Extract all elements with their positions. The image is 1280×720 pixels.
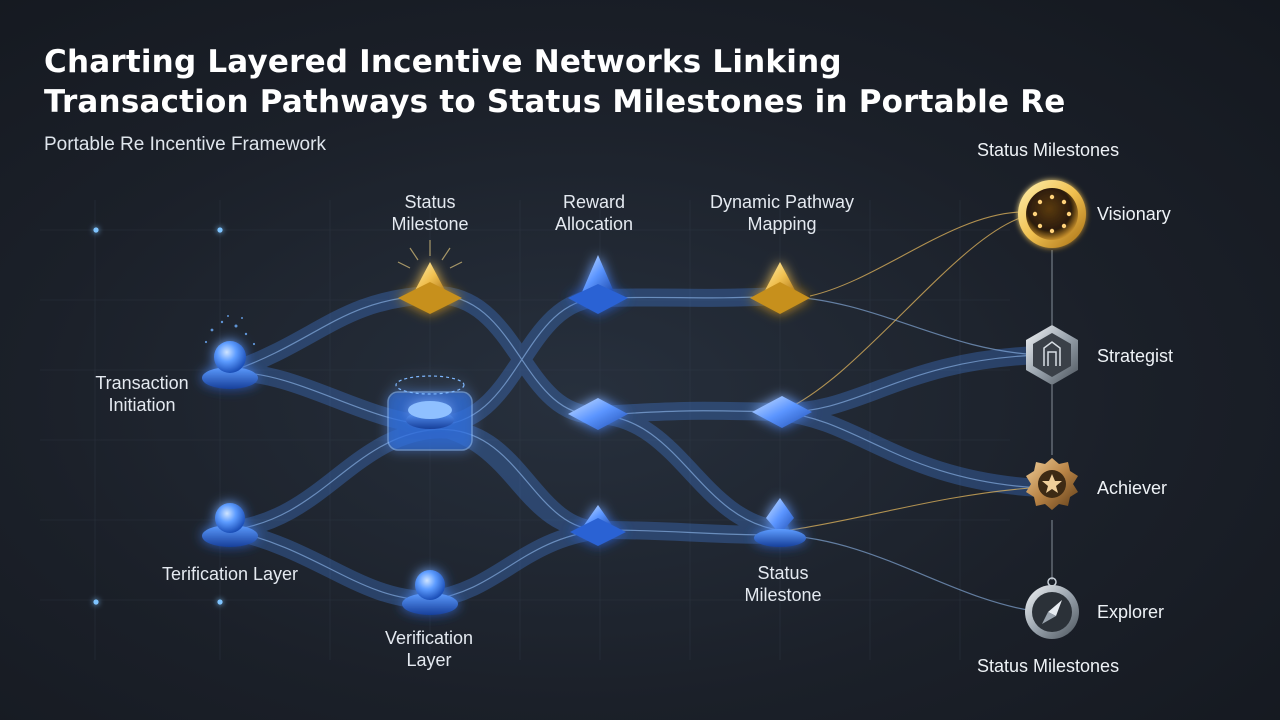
particle-spray [204, 315, 256, 346]
grid-sparkles [93, 227, 223, 605]
tiers-heading-top: Status Milestones [977, 140, 1120, 160]
title-line-1: Charting Layered Incentive Networks Link… [44, 44, 842, 80]
verification-layer-bottom-node [402, 570, 458, 615]
page-title: Charting Layered Incentive Networks Link… [44, 42, 1244, 122]
label-verification-layer-bottom: Verification Layer [384, 628, 474, 670]
label-dynamic-pathway-mapping: Dynamic Pathway Mapping [709, 192, 855, 234]
status-milestone-top-node [398, 262, 462, 314]
tiers-heading-bottom: Status Milestones [977, 656, 1120, 676]
transaction-initiation-node [202, 341, 258, 389]
reward-allocation-node [568, 255, 628, 314]
label-transaction-initiation: Transaction Initiation [95, 373, 189, 415]
gold-threads [779, 211, 1031, 531]
tier-label-explorer: Explorer [1097, 602, 1165, 622]
title-line-2: Transaction Pathways to Status Milestone… [44, 84, 1066, 120]
tier-label-visionary: Visionary [1097, 204, 1171, 224]
central-hub-node [387, 375, 473, 451]
label-reward-allocation: Reward Allocation [554, 192, 634, 234]
status-milestone-bottom-node [754, 498, 806, 547]
tier-label-strategist: Strategist [1097, 346, 1174, 366]
sun-medal-icon [1018, 180, 1086, 248]
mid-junction-left [568, 398, 628, 430]
tier-label-achiever: Achiever [1097, 478, 1168, 498]
verification-layer-left-node [202, 503, 258, 547]
flow-ribbons [221, 285, 1049, 613]
star-badge-icon [1026, 458, 1078, 510]
page-subtitle: Portable Re Incentive Framework [44, 134, 326, 155]
compass-icon [1025, 577, 1079, 639]
mid-junction-right [752, 396, 812, 428]
label-verification-layer-left: Terification Layer [161, 564, 299, 584]
gold-burst [397, 240, 463, 269]
label-status-milestone-bottom: Status Milestone [744, 563, 822, 605]
circuit-hexagon-icon [1026, 325, 1078, 385]
lower-junction-node [570, 505, 626, 546]
dynamic-pathway-mapping-node [750, 262, 810, 314]
label-status-milestone-top: Status Milestone [391, 192, 469, 234]
